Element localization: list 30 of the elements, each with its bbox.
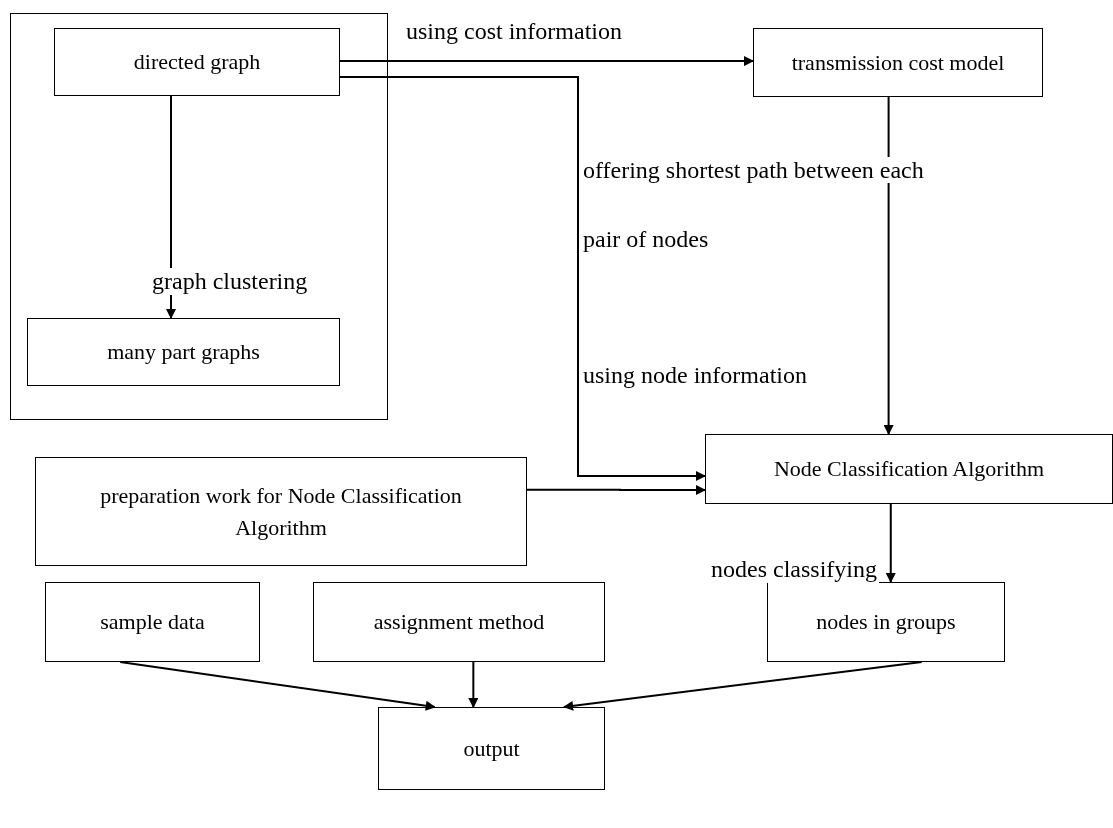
box-label: preparation work for Node Classification Algorithm	[99, 481, 463, 542]
process-box	[767, 582, 1005, 662]
process-box	[753, 28, 1043, 97]
box-label: assignment method	[372, 608, 546, 637]
arrow	[166, 95, 176, 319]
box-label: sample data	[99, 608, 206, 637]
arrow	[883, 96, 894, 435]
arrow	[339, 56, 754, 67]
process-box	[45, 582, 260, 662]
arrow	[563, 661, 923, 711]
edge-label: offering shortest path between each pair of nodes	[582, 156, 925, 254]
process-box	[705, 434, 1113, 504]
group-frame	[10, 13, 388, 420]
box-label: transmission cost model	[790, 48, 1006, 77]
box-label: output	[462, 734, 521, 763]
process-box	[378, 707, 605, 790]
edge-label: graph clustering	[150, 268, 310, 295]
box-label: Node Classification Algorithm	[772, 455, 1046, 484]
process-box	[27, 318, 340, 386]
arrow	[885, 503, 896, 583]
arrow	[526, 485, 706, 495]
process-box	[313, 582, 605, 662]
box-label: directed graph	[132, 48, 262, 77]
box-label: many part graphs	[106, 338, 261, 367]
box-label: nodes in groups	[815, 608, 957, 637]
process-box	[54, 28, 340, 96]
process-box	[35, 457, 527, 566]
arrow	[468, 661, 479, 708]
arrow	[119, 661, 436, 711]
arrow	[339, 75, 706, 481]
